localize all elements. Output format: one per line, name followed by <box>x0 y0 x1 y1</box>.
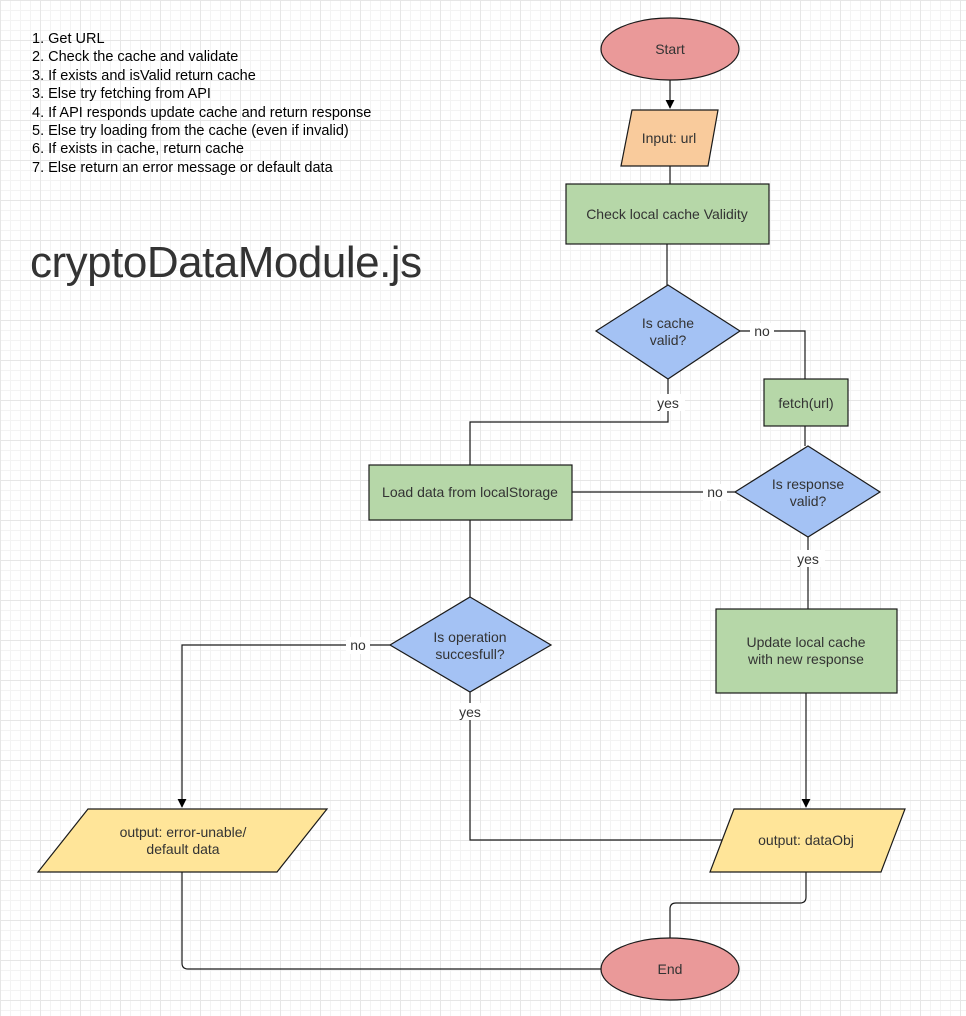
cache-valid-label-line2: valid? <box>650 332 687 348</box>
start-node <box>600 17 740 81</box>
update-cache-label-line2: with new response <box>747 651 864 667</box>
output-data-label: output: dataObj <box>758 832 854 848</box>
start-label: Start <box>655 41 685 57</box>
output-error-node <box>36 808 329 873</box>
step-item: 5. Else try loading from the cache (even… <box>32 123 349 140</box>
load-storage-node <box>368 464 573 521</box>
update-cache-label-line1: Update local cache <box>746 634 865 650</box>
check-cache-node <box>565 183 770 245</box>
fetch-node <box>763 378 849 427</box>
connectors <box>177 80 811 970</box>
edge-operation-yes <box>469 692 734 845</box>
step-item: 6. If exists in cache, return cache <box>32 141 244 158</box>
edge-label-cache-no: no <box>754 323 770 339</box>
input-node <box>620 109 719 167</box>
check-cache-label: Check local cache Validity <box>586 206 748 222</box>
step-item: 4. If API responds update cache and retu… <box>32 104 372 121</box>
edge-cache-yes <box>469 379 669 465</box>
edge-label-operation-no: no <box>350 637 366 653</box>
update-cache-node <box>715 608 898 694</box>
nodes <box>36 17 906 1001</box>
load-storage-label: Load data from localStorage <box>382 484 558 500</box>
cache-valid-decision <box>594 284 742 380</box>
step-item: 3. Else try fetching from API <box>32 86 211 103</box>
edge-label-operation-yes: yes <box>459 704 481 720</box>
cache-valid-label-line1: Is cache <box>642 315 694 331</box>
end-node <box>600 937 740 1001</box>
edge-operation-no <box>177 644 390 808</box>
fetch-label: fetch(url) <box>778 395 833 411</box>
input-label: Input: url <box>642 130 696 146</box>
steps-list: 1. Get URL 2. Check the cache and valida… <box>32 30 371 177</box>
step-item: 3. If exists and isValid return cache <box>32 67 256 84</box>
end-label: End <box>658 961 683 977</box>
response-valid-label-line1: Is response <box>772 476 845 492</box>
response-valid-decision <box>733 445 882 538</box>
output-error-label-line2: default data <box>146 841 219 857</box>
response-valid-label-line2: valid? <box>790 493 827 509</box>
operation-ok-decision <box>388 596 553 693</box>
output-data-node <box>709 808 906 873</box>
edge-output-end <box>669 872 807 938</box>
edge-label-cache-yes: yes <box>657 395 679 411</box>
edge-labels: no yes no yes no yes <box>346 323 825 720</box>
edge-error-end <box>181 872 601 970</box>
operation-ok-label-line2: succesfull? <box>435 646 504 662</box>
edge-label-response-yes: yes <box>797 551 819 567</box>
step-item: 7. Else return an error message or defau… <box>32 159 333 176</box>
output-error-label-line1: output: error-unable/ <box>120 824 247 840</box>
node-labels: Start Input: url Check local cache Valid… <box>120 41 866 977</box>
operation-ok-label-line1: Is operation <box>433 629 506 645</box>
diagram-title: cryptoDataModule.js <box>30 238 422 287</box>
step-item: 2. Check the cache and validate <box>32 49 239 66</box>
edge-label-response-no: no <box>707 484 723 500</box>
step-item: 1. Get URL <box>32 31 105 47</box>
